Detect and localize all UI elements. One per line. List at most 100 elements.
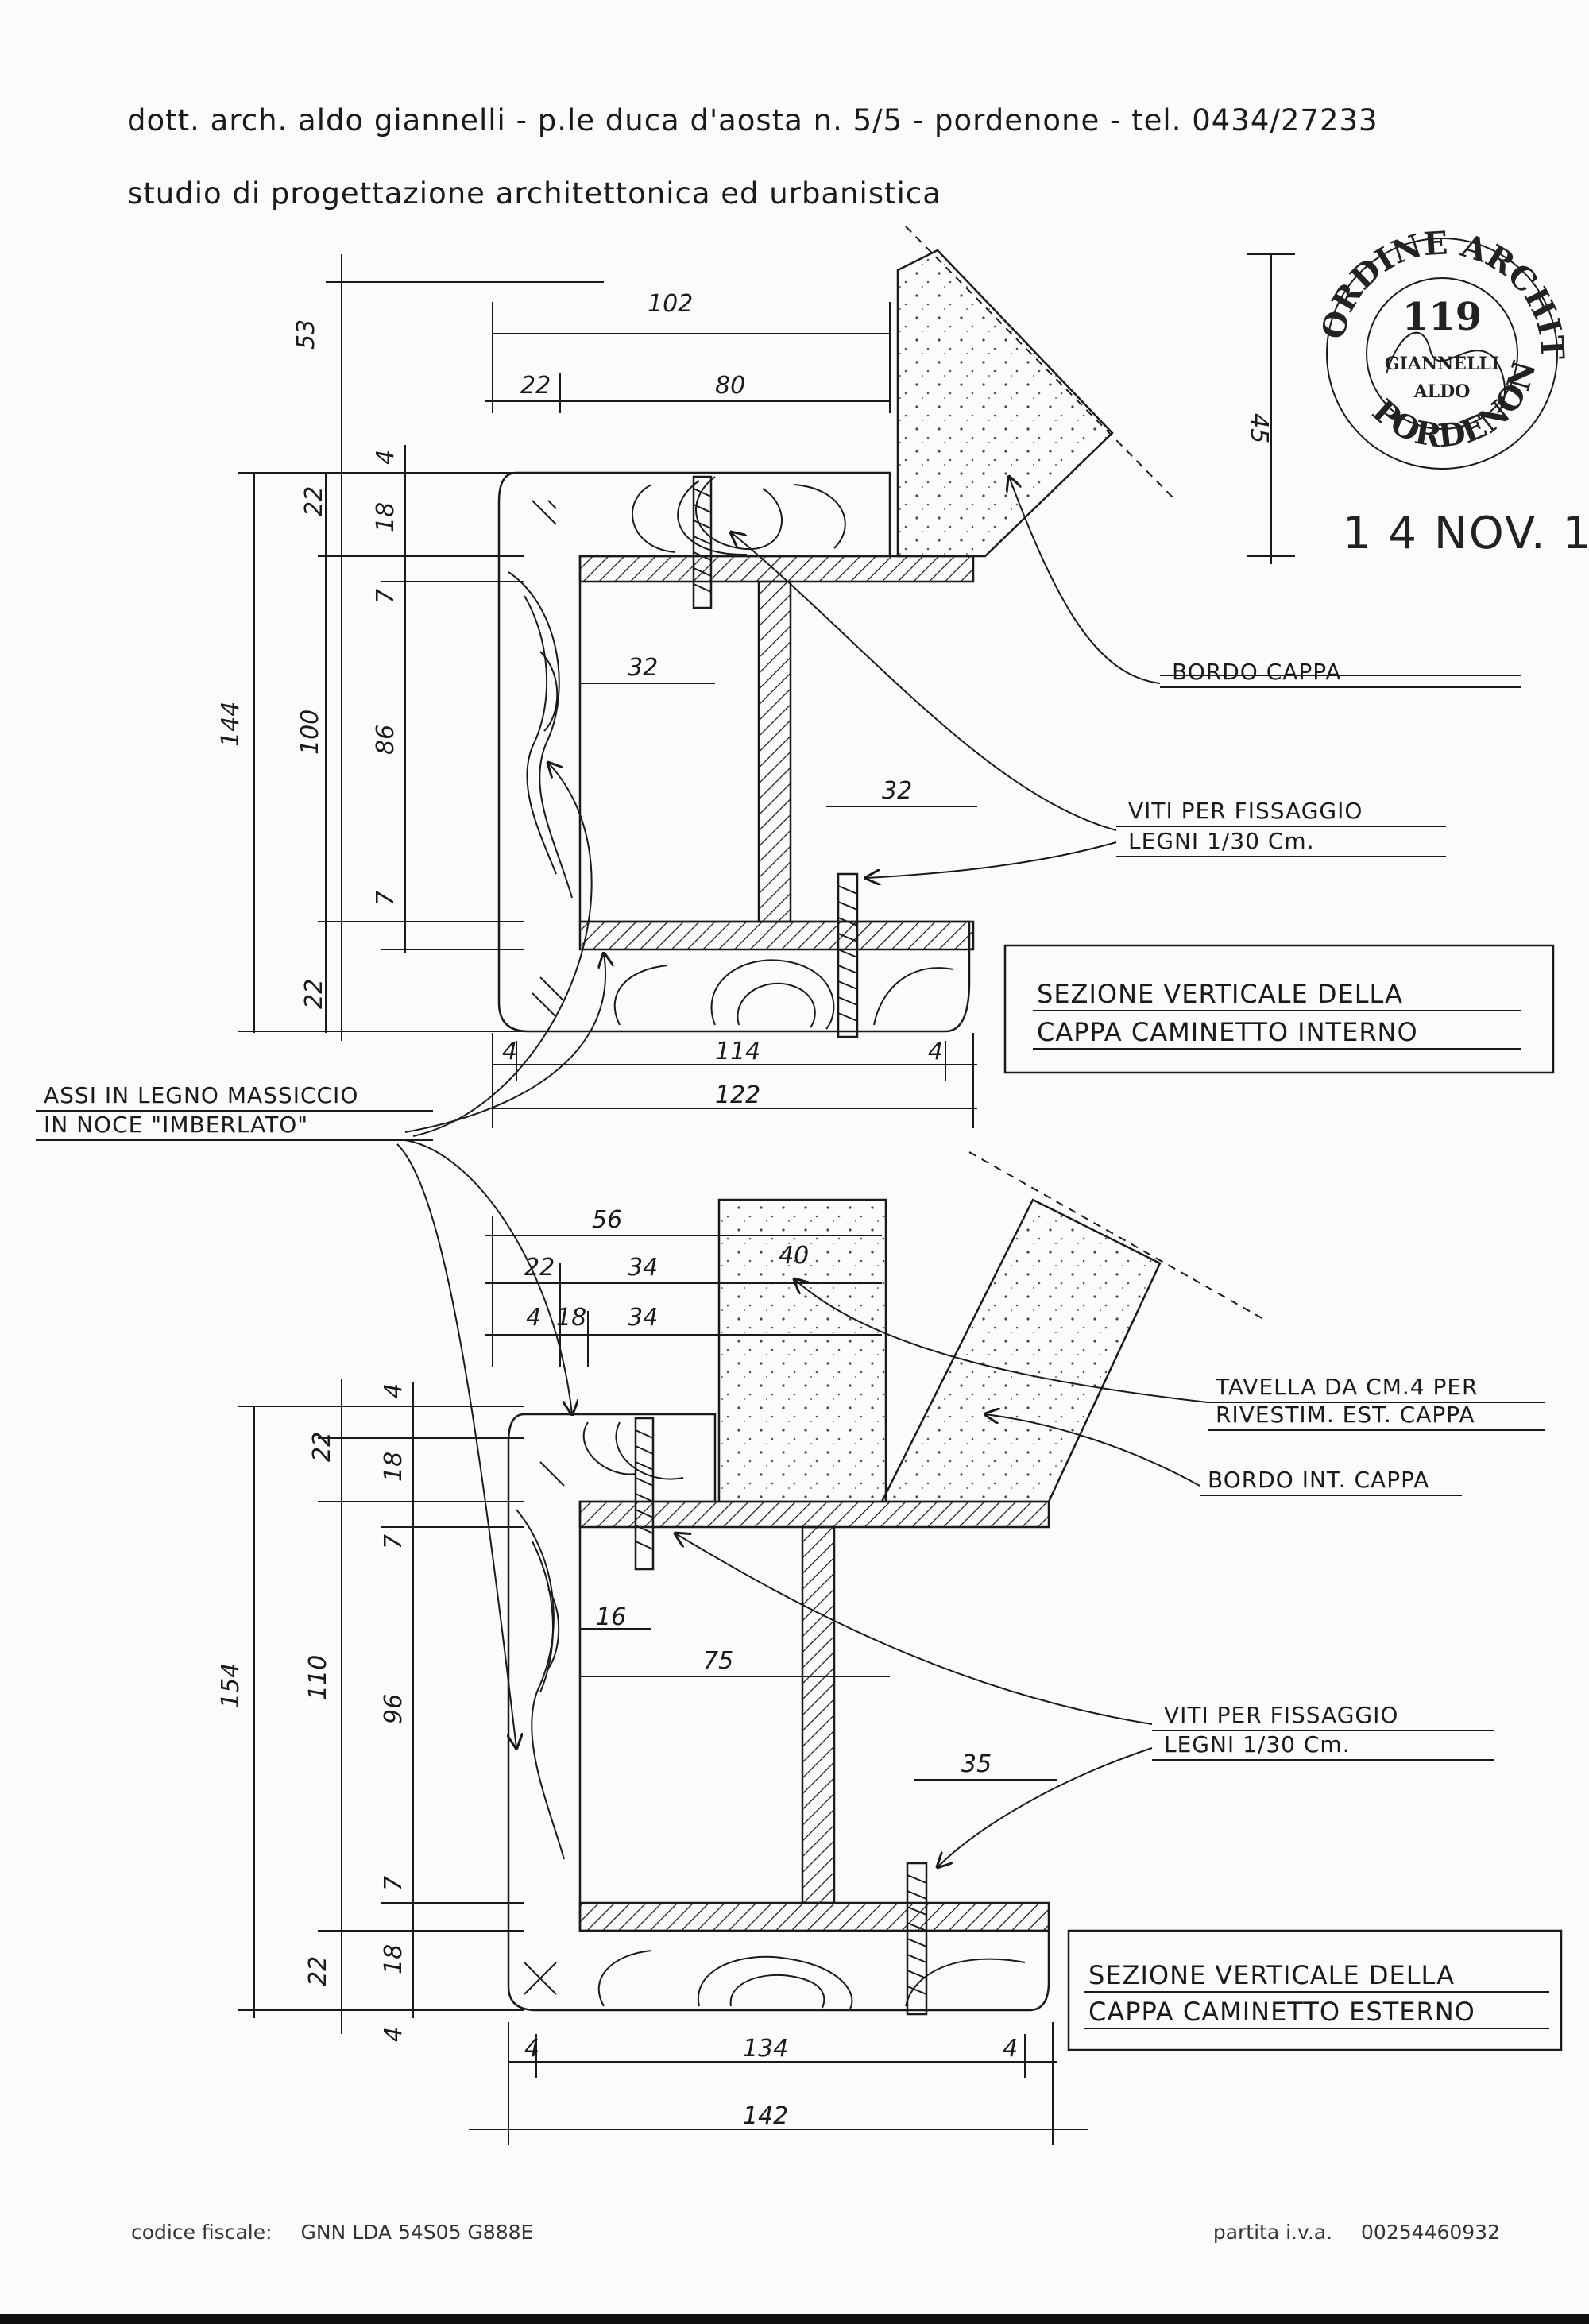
letterhead-line: dott. arch. aldo giannelli - p.le duca d… [127,103,1378,137]
beam-top-flange-esterno [578,1500,1050,1529]
dim-label: 34 [628,1254,658,1282]
dims-esterno [238,1216,1088,2145]
section-title: SEZIONE VERTICALE DELLA [1037,979,1403,1009]
dim-label: 4 [928,1038,943,1065]
dim-label: 35 [961,1750,992,1778]
footer-codice-fiscale: codice fiscale: GNN LDA 54S05 G888E [131,2221,533,2244]
note-tavella-line2: RIVESTIM. EST. CAPPA [1216,1402,1475,1428]
section-interno: 102 22 80 45 53 22 4 18 144 100 86 7 7 2… [217,226,1555,1128]
dim-label: 4 [502,1038,517,1065]
dim-label: 144 [217,702,245,747]
note-viti-line2: LEGNI 1/30 Cm. [1128,828,1315,854]
beam-web-esterno [801,1525,836,1904]
dim-label: 102 [648,290,693,318]
dim-label: 134 [743,2035,788,2063]
notes-esterno: TAVELLA DA CM.4 PER RIVESTIM. EST. CAPPA… [675,1279,1545,1867]
iva-value: 00254460932 [1361,2221,1500,2244]
wood-grain-interno [508,476,954,1030]
dim-label: 7 [380,1534,408,1549]
scan-edge [0,2314,1589,2324]
hood-cappa-interno [896,249,1114,558]
note-viti-line1: VITI PER FISSAGGIO [1128,798,1363,824]
hood-cappa-esterno [880,1198,1162,1503]
wood-boards-esterno [507,1413,1050,2012]
title-box-esterno [1067,1929,1563,2051]
dim-label: 18 [380,1944,408,1974]
dim-label: 110 [304,1655,332,1700]
dim-label: 4 [380,1383,408,1398]
screw-bottom-esterno [906,1862,928,2016]
dim-label: 18 [380,1452,408,1482]
dim-label: 4 [524,2035,539,2063]
dim-label: 100 [296,710,324,755]
iva-label: partita i.v.a. [1212,2221,1333,2244]
dim-label: 22 [304,1956,332,1986]
section-title: SEZIONE VERTICALE DELLA [1088,1960,1455,1990]
dim-label: 122 [715,1081,760,1109]
dim-label: 22 [308,1432,336,1462]
dim-label: 80 [715,372,745,400]
footer-partita-iva: partita i.v.a. 00254460932 [1213,2221,1500,2244]
beam-bottom-flange-esterno [578,1901,1050,1932]
dim-label: 4 [372,450,400,465]
stamp-top-text: ORDINE ARCHITETTI [0,0,1572,361]
dim-label: 7 [372,589,400,604]
section-title: CAPPA CAMINETTO ESTERNO [1088,1997,1475,2027]
dim-label: 45 [1245,413,1273,443]
dim-label: 7 [380,1876,408,1891]
section-title: CAPPA CAMINETTO INTERNO [1037,1017,1418,1047]
note-assi-line2: IN NOCE "IMBERLATO" [44,1112,308,1138]
dim-label: 142 [743,2102,788,2130]
note-tavella-line1: TAVELLA DA CM.4 PER [1215,1374,1479,1400]
title-box-interno [1003,944,1555,1074]
note-bordo-cappa: BORDO CAPPA [1172,659,1342,685]
beam-top-flange-interno [578,555,975,583]
dim-label: 56 [592,1206,622,1234]
dim-label: 32 [882,777,912,805]
dim-label: 18 [556,1304,586,1332]
dim-label: 16 [596,1603,626,1631]
dim-label: 34 [628,1304,658,1332]
codice-label: codice fiscale: [131,2221,273,2244]
dim-label: 40 [779,1242,809,1270]
dim-label: 22 [300,979,328,1009]
dim-label: 154 [217,1663,245,1708]
screw-top-esterno [634,1417,655,1571]
codice-value: GNN LDA 54S05 G888E [300,2221,534,2244]
stamp-number: 119 [1402,295,1482,339]
letterhead-subtitle: studio di progettazione architettonica e… [127,176,941,211]
wood-boards-interno [497,471,971,1033]
architect-stamp: ORDINE ARCHITETTI PORDENONE 119 GIANNELL… [0,0,1589,559]
dim-label: 4 [1003,2035,1018,2063]
dim-label: 53 [292,319,320,350]
dim-label: 4 [380,2027,408,2042]
tavella-esterno [717,1198,887,1503]
dim-label: 32 [628,654,658,682]
beam-web-interno [757,580,792,923]
stamp-name: GIANNELLI [1385,354,1499,374]
wood-grain-esterno [516,1421,1026,2009]
notes-interno: BORDO CAPPA VITI PER FISSAGGIO LEGNI 1/3… [36,477,1521,1748]
section-esterno: 56 22 34 40 4 18 34 4 22 18 7 154 110 96… [217,1151,1563,2145]
dim-label: 114 [715,1038,760,1065]
dim-label: 75 [703,1647,733,1675]
signature [1386,331,1506,414]
dim-label: 4 [526,1304,541,1332]
dim-label: 22 [524,1254,555,1282]
note-assi-line1: ASSI IN LEGNO MASSICCIO [44,1082,358,1108]
stamp-date: 1 4 NOV. 1995 [1343,508,1589,559]
dim-label: 22 [520,372,551,400]
note-bordo-int: BORDO INT. CAPPA [1208,1467,1429,1493]
note-viti2-line1: VITI PER FISSAGGIO [1164,1702,1398,1728]
screw-bottom-interno [837,872,859,1038]
dims-interno [238,253,1295,1128]
stamp-first-name: ALDO [1413,381,1471,402]
stamp-bottom-text: PORDENONE [0,0,1544,455]
dim-label: 18 [372,502,400,532]
dim-label: 96 [380,1694,408,1724]
screw-top-interno [692,475,713,609]
dim-label: 7 [372,891,400,906]
dim-label: 22 [300,486,328,516]
